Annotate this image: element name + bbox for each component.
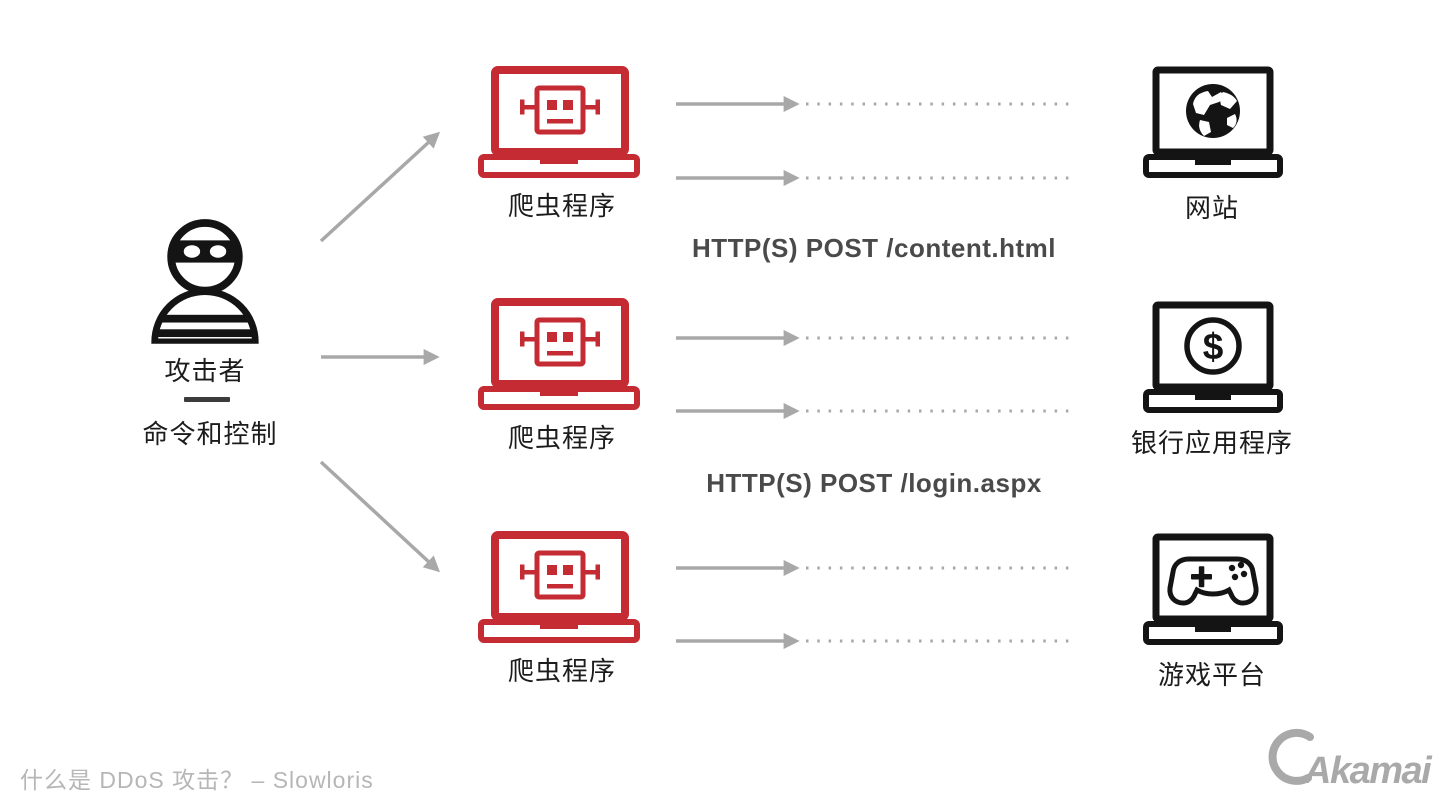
bot-laptop-icon bbox=[478, 531, 640, 643]
bot-label: 爬虫程序 bbox=[507, 656, 617, 686]
command-control-label: 命令和控制 bbox=[142, 419, 278, 449]
globe-icon bbox=[1186, 84, 1240, 138]
gaming-label: 游戏平台 bbox=[1157, 660, 1267, 690]
masked-attacker-icon bbox=[147, 216, 263, 344]
footer-caption: 什么是 DDoS 攻击？ – Slowloris bbox=[20, 767, 374, 793]
banking-laptop-icon bbox=[1143, 301, 1283, 413]
akamai-logo: Akamai bbox=[1268, 728, 1434, 792]
http-post-content-label: HTTP(S) POST /content.html bbox=[692, 233, 1056, 263]
bot-laptop-icon bbox=[478, 66, 640, 178]
gamepad-icon bbox=[1170, 559, 1256, 603]
bot-laptop-icon bbox=[478, 298, 640, 410]
akamai-wordmark: Akamai bbox=[1303, 750, 1433, 792]
bot-label: 爬虫程序 bbox=[507, 423, 617, 453]
c2-arrow-top bbox=[319, 131, 441, 243]
akamai-swoosh-icon bbox=[1268, 728, 1314, 785]
divider-line bbox=[184, 397, 230, 402]
website-label: 网站 bbox=[1184, 193, 1240, 223]
website-laptop-icon bbox=[1143, 66, 1283, 178]
attacker-label: 攻击者 bbox=[164, 356, 246, 386]
bot-label: 爬虫程序 bbox=[507, 191, 617, 221]
c2-arrow-bottom bbox=[319, 460, 441, 573]
banking-label: 银行应用程序 bbox=[1130, 428, 1294, 458]
http-post-login-label: HTTP(S) POST /login.aspx bbox=[706, 468, 1042, 498]
gaming-laptop-icon bbox=[1143, 533, 1283, 645]
